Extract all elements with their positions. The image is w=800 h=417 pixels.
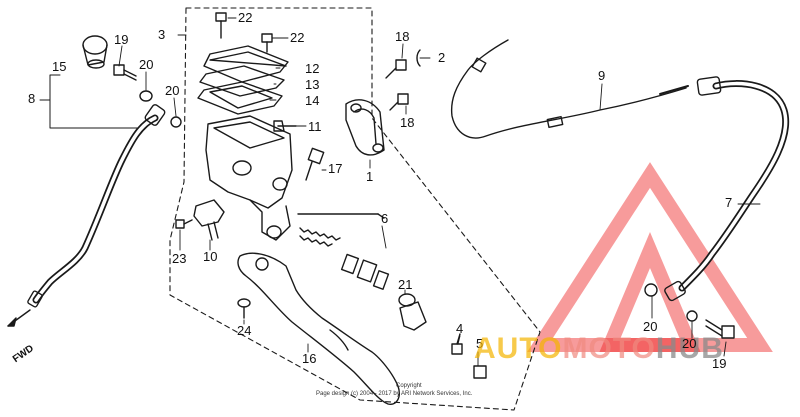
clamp-bolt-upper [385, 59, 407, 79]
cover-screw-1 [215, 12, 227, 39]
callout-16: 16 [302, 351, 317, 366]
callout-23: 23 [172, 251, 187, 266]
watermark-moto: MOTO [562, 332, 656, 365]
callout-9: 9 [598, 68, 606, 83]
clamp-bolt-lower [389, 93, 409, 111]
callout-18-upper: 18 [395, 29, 410, 44]
washer-right-1 [644, 283, 658, 297]
copyright-line-1: Copyright [396, 383, 422, 389]
washer-left-2 [170, 116, 182, 128]
copyright-line-2: Page design (c) 2004 - 2017 by ARI Netwo… [316, 391, 473, 397]
washer-right-2 [686, 310, 698, 322]
diaphragm-plate [199, 65, 285, 97]
clamp-clip [416, 49, 421, 67]
callout-22-upper: 22 [238, 10, 253, 25]
reservoir-cover [203, 45, 289, 83]
callout-17: 17 [328, 161, 343, 176]
callout-21: 21 [398, 277, 413, 292]
callout-4: 4 [456, 321, 464, 336]
left-brake-hose [7, 104, 166, 327]
master-cylinder-clamp [345, 99, 385, 156]
banjo-bolt-left [113, 64, 137, 81]
banjo-fitting [82, 35, 108, 69]
callout-8: 8 [28, 91, 36, 106]
bleeder-screw [305, 147, 325, 181]
watermark-hub: HUB [655, 332, 724, 365]
callout-15: 15 [52, 59, 67, 74]
callout-6: 6 [381, 211, 389, 226]
callout-3: 3 [158, 27, 166, 42]
leader-lines [118, 17, 761, 367]
callout-5: 5 [476, 336, 484, 351]
reservoir-diaphragm [197, 81, 283, 115]
brake-cable [450, 39, 689, 139]
callout-10: 10 [203, 249, 218, 264]
watermark-auto: AUTO [474, 332, 563, 365]
callout-20-left-1: 20 [139, 57, 154, 72]
master-cylinder-body [205, 115, 293, 241]
callout-11: 11 [308, 119, 322, 134]
callout-7: 7 [725, 195, 733, 210]
callout-22-lower: 22 [290, 30, 305, 45]
lever-pivot-bolt [237, 298, 251, 319]
watermark-text: AUTOMOTOHUB [474, 332, 724, 366]
callout-19-right: 19 [712, 356, 727, 371]
callout-19-left: 19 [114, 32, 129, 47]
cover-screw-2 [261, 33, 273, 53]
banjo-bolt-right [705, 319, 735, 339]
right-brake-hose [664, 76, 790, 302]
brake-lever [237, 252, 400, 405]
callout-13: 13 [305, 77, 320, 92]
callout-2: 2 [438, 50, 446, 65]
callout-12: 12 [305, 61, 320, 76]
cylinder-bolt [273, 120, 297, 132]
callout-14: 14 [305, 93, 320, 108]
pivot-bolt [451, 333, 463, 355]
group-boundary [169, 7, 541, 411]
switch-screw [175, 219, 193, 229]
callout-18-lower: 18 [400, 115, 415, 130]
washer-left-1 [139, 90, 153, 102]
callout-1: 1 [366, 169, 374, 184]
callout-20-right-2: 20 [682, 336, 697, 351]
brake-light-switch [193, 199, 225, 241]
pivot-nut [473, 365, 487, 379]
callout-24: 24 [237, 323, 252, 338]
piston-set [297, 213, 427, 331]
callout-20-left-2: 20 [165, 83, 180, 98]
callout-20-right-1: 20 [643, 319, 658, 334]
